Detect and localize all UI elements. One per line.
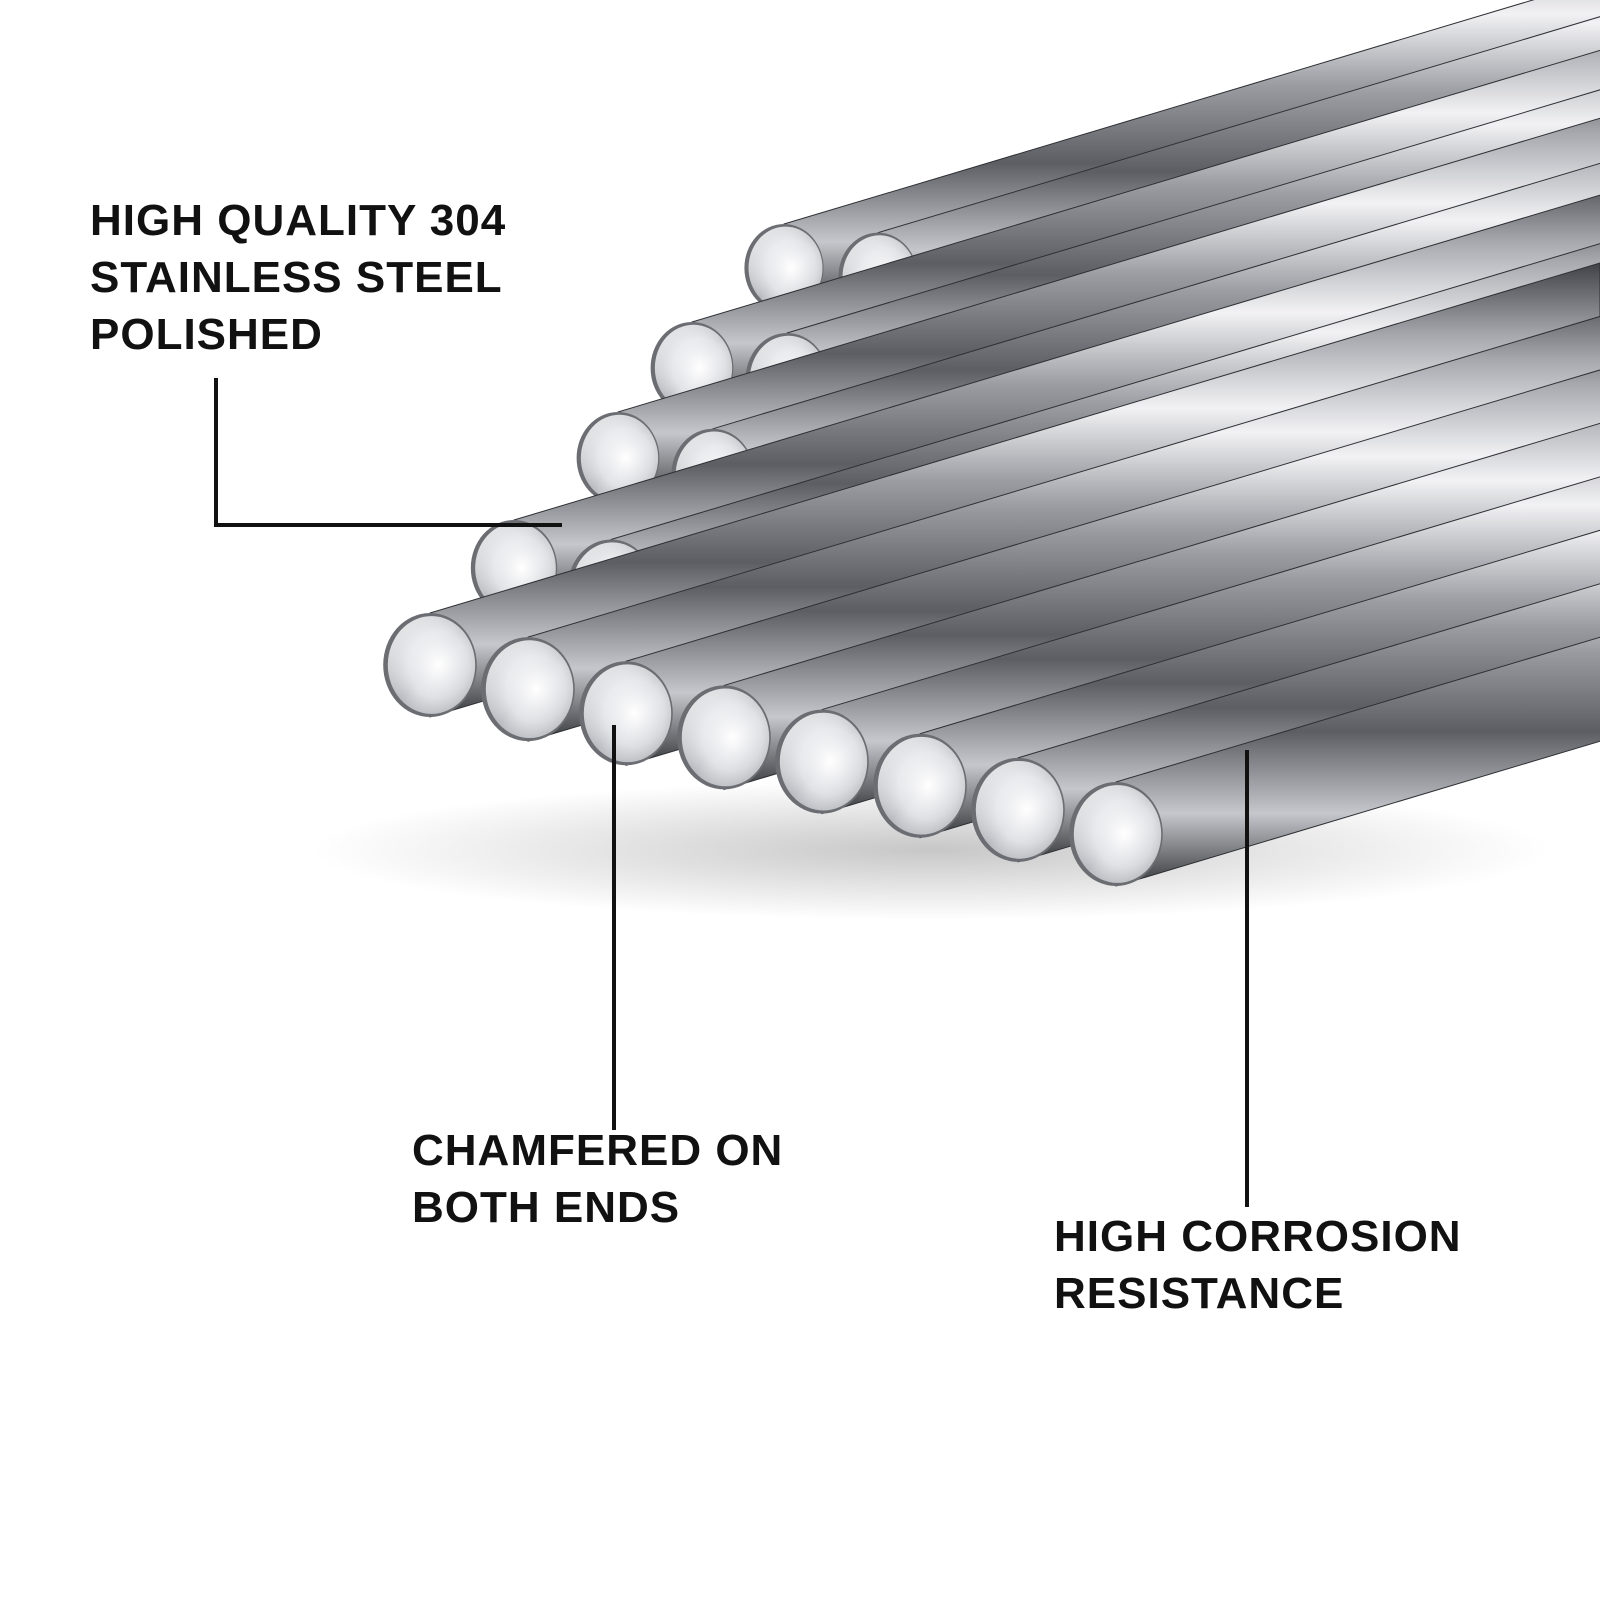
callout-material-quality-line-2: STAINLESS STEEL bbox=[90, 253, 503, 302]
callout-chamfered-ends-line-1: CHAMFERED ON bbox=[412, 1126, 784, 1175]
steel-rod-end-sheen bbox=[975, 760, 1064, 859]
leader-lines bbox=[214, 378, 1249, 1207]
steel-rod-end-sheen bbox=[1073, 785, 1162, 883]
callout-material-quality: HIGH QUALITY 304 STAINLESS STEEL POLISHE… bbox=[90, 192, 506, 363]
steel-rod-end-sheen bbox=[580, 414, 659, 502]
steel-rod-end-sheen bbox=[387, 616, 476, 714]
callout-corrosion-resistance: HIGH CORROSION RESISTANCE bbox=[1054, 1208, 1462, 1322]
callout-corrosion-resistance-line-2: RESISTANCE bbox=[1054, 1269, 1345, 1318]
steel-rod-end-sheen bbox=[485, 640, 574, 739]
callout-corrosion-resistance-line-1: HIGH CORROSION bbox=[1054, 1212, 1462, 1261]
callout-chamfered-ends: CHAMFERED ON BOTH ENDS bbox=[412, 1122, 783, 1236]
steel-rod-end-sheen bbox=[779, 712, 868, 811]
steel-rod-end-sheen bbox=[681, 688, 770, 787]
steel-rod-end-sheen bbox=[877, 736, 966, 835]
callout-material-quality-line-1: HIGH QUALITY 304 bbox=[90, 196, 507, 245]
leader-line-quality bbox=[214, 378, 562, 527]
steel-rod bbox=[1069, 636, 1600, 887]
steel-rod-bundle bbox=[383, 0, 1600, 887]
callout-chamfered-ends-line-2: BOTH ENDS bbox=[412, 1183, 681, 1232]
steel-rod-end-sheen bbox=[583, 664, 672, 763]
callout-material-quality-line-3: POLISHED bbox=[90, 310, 323, 359]
